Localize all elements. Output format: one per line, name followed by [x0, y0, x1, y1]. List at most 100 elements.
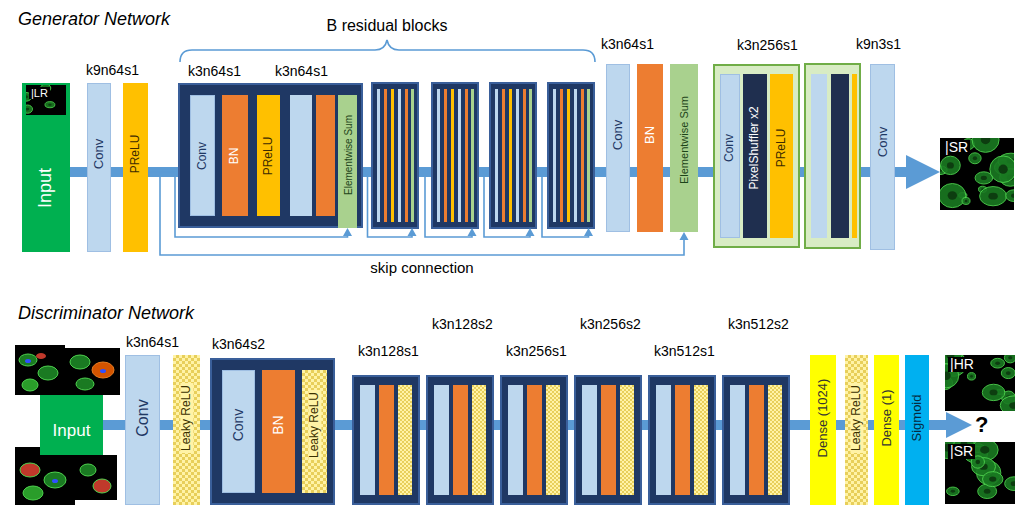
conv-block: k3n128s2	[426, 375, 494, 505]
leaky-relu-layer: Leaky ReLU	[173, 355, 200, 505]
layer-name: Input	[53, 422, 91, 441]
connector-group	[836, 425, 845, 426]
output-arrow	[929, 420, 947, 430]
block-skip-line	[425, 177, 472, 237]
input-block: Input|LR	[22, 83, 70, 252]
residual-block	[516, 89, 519, 222]
connector-group	[698, 172, 713, 173]
sr-image: |SR	[945, 442, 1015, 504]
image-label: |SR	[943, 140, 970, 155]
image-label: |SR	[948, 444, 975, 459]
layer-parameters: k3n64s1	[275, 64, 328, 79]
layer-parameters: k3n64s1	[188, 64, 241, 79]
layer-name: Sigmoid	[910, 395, 924, 442]
data-flow-arrow	[160, 420, 173, 430]
data-flow-arrow	[663, 167, 670, 177]
cell	[26, 105, 33, 113]
block-skip-arrowhead	[408, 228, 594, 236]
cell	[940, 184, 966, 208]
upsample-block	[831, 74, 849, 238]
conv-layer: k9n3s1Conv	[870, 64, 895, 250]
cell-nucleus	[1006, 371, 1011, 375]
input-block: Input	[40, 395, 103, 455]
cell-nucleus	[48, 104, 51, 106]
block-skip-line	[368, 177, 589, 237]
conv-block: k3n512s1	[648, 375, 716, 505]
residual-block	[471, 89, 474, 222]
cell-micrograph	[70, 355, 90, 369]
arrowhead	[906, 155, 940, 189]
layer-parameters: k3n256s1	[737, 38, 798, 53]
conv-layer	[656, 385, 671, 495]
block-layers	[354, 377, 418, 503]
cell-nucleus	[988, 193, 997, 200]
leaky-relu-layer	[620, 385, 634, 495]
image-label: |HR	[948, 357, 976, 372]
conv-layer	[730, 385, 745, 495]
layer-parameters: k3n512s2	[728, 317, 789, 332]
cell-micrograph	[80, 464, 96, 476]
residual-block	[523, 89, 526, 222]
residual-block	[490, 83, 536, 228]
cell-micrograph	[100, 369, 106, 373]
upsample-block: k3n256s1ConvPixelShuffler x2PReLU	[713, 64, 800, 248]
cell-nucleus	[995, 361, 1000, 364]
cell	[991, 358, 1005, 368]
residual-block	[560, 89, 563, 222]
layer-parameters: k3n256s2	[580, 317, 641, 332]
connector-group	[200, 425, 210, 426]
cell-micrograph	[38, 366, 58, 380]
cell	[975, 172, 993, 184]
cell	[980, 187, 1007, 206]
cell-nucleus	[975, 460, 980, 464]
cell-micrograph	[22, 379, 38, 391]
block-skip-line	[484, 177, 530, 237]
cell	[1005, 477, 1015, 491]
leaky-relu-layer	[398, 385, 412, 495]
layer-parameters: k3n64s2	[212, 337, 265, 352]
layer-name: BN	[228, 147, 241, 164]
bn-layer	[749, 385, 764, 495]
cell-micrograph	[93, 479, 111, 493]
cell-nucleus	[1011, 481, 1015, 486]
layer-parameters: k3n64s1	[126, 335, 179, 350]
cell-micrograph	[19, 354, 37, 366]
block-skip-arrowhead	[408, 228, 417, 236]
block-skip-arrowhead	[584, 228, 593, 236]
group-bracket	[180, 40, 595, 62]
cell-micrograph	[25, 359, 31, 363]
connector-group	[335, 425, 352, 426]
layer-name: Conv	[875, 127, 889, 157]
conv-layer	[508, 385, 523, 495]
residual-block	[437, 89, 440, 222]
sigmoid-layer: Sigmoid	[905, 355, 929, 505]
upsample-block	[852, 74, 857, 238]
residual-block	[372, 83, 418, 228]
prelu-layer: PReLU	[257, 95, 280, 216]
residual-block	[451, 89, 454, 222]
residual-block	[587, 89, 590, 222]
cell-nucleus	[998, 165, 1007, 174]
conv-layer	[290, 95, 312, 216]
residual-block	[581, 89, 584, 222]
layer-name: Elementwise Sum	[342, 115, 353, 195]
cell-nucleus	[984, 489, 991, 494]
leaky-relu-layer	[546, 385, 560, 495]
conv-layer: Conv	[222, 370, 255, 493]
cell	[972, 138, 999, 152]
layer-name: Conv	[723, 134, 736, 162]
leaky-relu-layer	[768, 385, 782, 495]
cell	[969, 153, 981, 164]
residual-block	[548, 83, 594, 228]
question-mark: ?	[975, 412, 988, 437]
conv-layer	[434, 385, 449, 495]
connector-group	[895, 155, 940, 189]
leaky-relu-layer	[694, 385, 708, 495]
conv-block: k3n256s1	[500, 375, 568, 505]
cell	[1001, 368, 1015, 379]
connector-group	[111, 172, 123, 173]
cell-micrograph	[75, 455, 117, 500]
data-flow-arrow	[790, 420, 810, 430]
group-label: B residual blocks	[327, 17, 448, 35]
